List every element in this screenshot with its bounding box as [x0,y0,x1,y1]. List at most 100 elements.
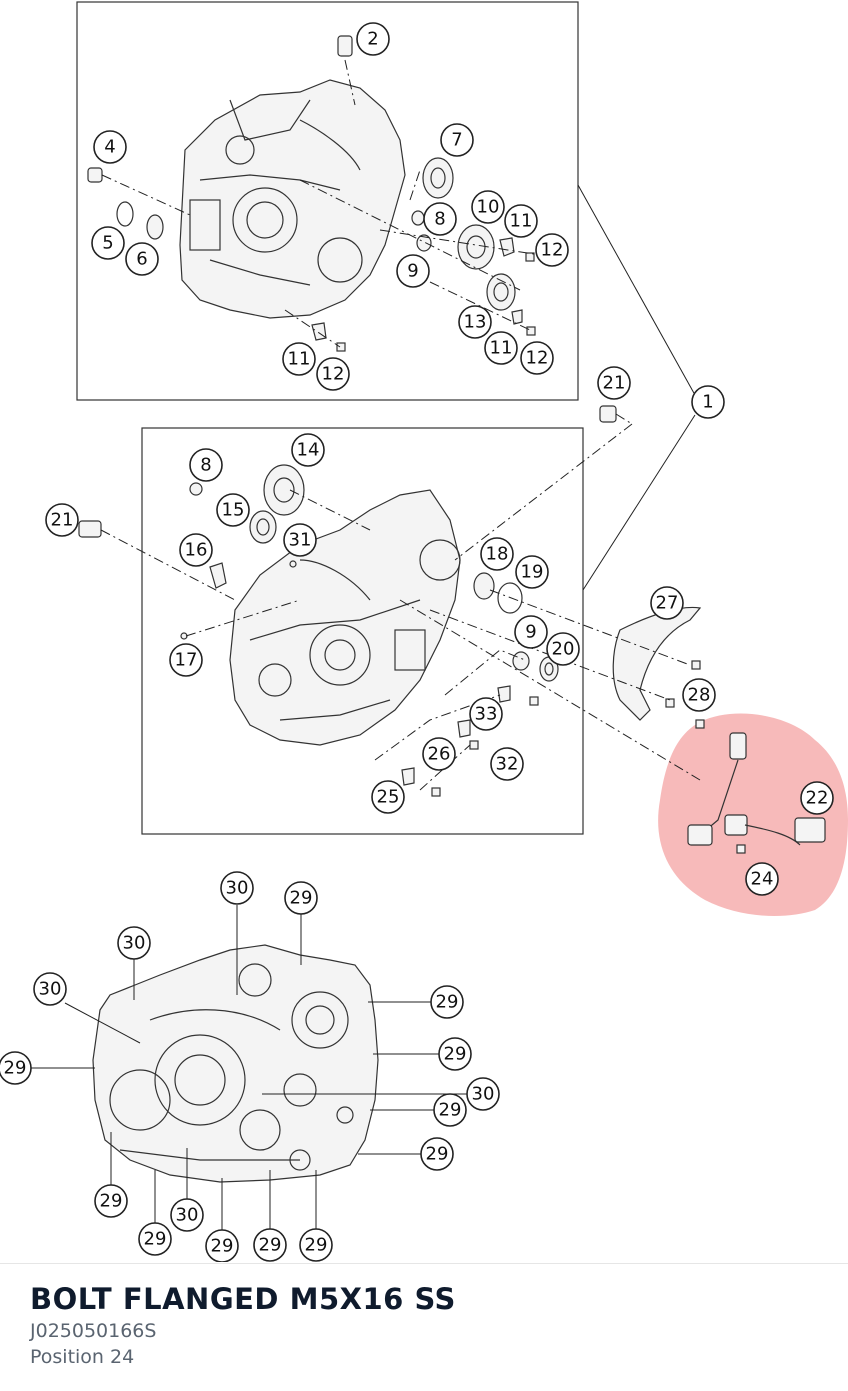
callout-31[interactable]: 31 [283,523,317,557]
callout-number: 30 [176,1205,199,1226]
callout-29[interactable]: 29 [438,1037,472,1071]
callout-11[interactable]: 11 [504,204,538,238]
callout-number: 28 [688,685,711,706]
callout-32[interactable]: 32 [490,747,524,781]
callout-circle [299,1228,333,1262]
callout-number: 29 [100,1191,123,1212]
callout-number: 19 [521,562,544,583]
selected-part-highlight[interactable] [658,713,848,916]
callout-29[interactable]: 29 [94,1184,128,1218]
callout-circle [253,1228,287,1262]
callout-circle [420,1137,454,1171]
callout-22[interactable]: 22 [800,781,834,815]
callout-29[interactable]: 29 [299,1228,333,1262]
callout-circle [691,385,725,419]
callout-circle [800,781,834,815]
callout-26[interactable]: 26 [422,737,456,771]
callout-12[interactable]: 12 [520,341,554,375]
callout-number: 5 [102,233,113,254]
callout-15[interactable]: 15 [216,493,250,527]
callout-number: 29 [259,1235,282,1256]
callout-30[interactable]: 30 [117,926,151,960]
callout-1[interactable]: 1 [691,385,725,419]
callout-number: 13 [464,312,487,333]
callout-29[interactable]: 29 [430,985,464,1019]
callout-circle [316,357,350,391]
callout-circle [433,1093,467,1127]
callout-number: 27 [656,593,679,614]
callout-7[interactable]: 7 [440,123,474,157]
callout-circle [93,130,127,164]
callout-number: 21 [51,510,74,531]
callout-circle [490,747,524,781]
callout-19[interactable]: 19 [515,555,549,589]
callout-29[interactable]: 29 [0,1051,32,1085]
callout-circle [189,448,223,482]
callout-circle [291,433,325,467]
callout-circle [597,366,631,400]
callout-20[interactable]: 20 [546,632,580,666]
callout-circle [205,1229,239,1262]
callout-29[interactable]: 29 [253,1228,287,1262]
callout-25[interactable]: 25 [371,780,405,814]
callout-30[interactable]: 30 [466,1077,500,1111]
callout-11[interactable]: 11 [282,342,316,376]
callout-11[interactable]: 11 [484,331,518,365]
callout-number: 14 [297,440,320,461]
callout-8[interactable]: 8 [423,202,457,236]
callout-number: 6 [136,249,147,270]
callout-number: 11 [510,211,533,232]
callout-12[interactable]: 12 [316,357,350,391]
callout-29[interactable]: 29 [433,1093,467,1127]
callout-number: 16 [185,540,208,561]
callout-number: 20 [552,639,575,660]
callout-circle [220,871,254,905]
callout-21[interactable]: 21 [597,366,631,400]
callout-33[interactable]: 33 [469,697,503,731]
callout-24[interactable]: 24 [745,862,779,896]
callout-6[interactable]: 6 [125,242,159,276]
callout-circle [216,493,250,527]
callout-29[interactable]: 29 [138,1222,172,1256]
callout-21[interactable]: 21 [45,503,79,537]
callout-14[interactable]: 14 [291,433,325,467]
lower-crankcase-frame [141,427,584,835]
callout-27[interactable]: 27 [650,586,684,620]
callout-29[interactable]: 29 [420,1137,454,1171]
part-number: J025050166S [30,1320,157,1342]
callout-2[interactable]: 2 [356,22,390,56]
callout-30[interactable]: 30 [220,871,254,905]
part-info-panel: BOLT FLANGED M5X16 SS J025050166S Positi… [0,1263,848,1391]
callout-number: 29 [211,1236,234,1257]
callout-number: 29 [4,1058,27,1079]
callout-circle [745,862,779,896]
callout-16[interactable]: 16 [179,533,213,567]
callout-number: 11 [490,338,513,359]
callout-number: 12 [541,240,564,261]
callout-circle [440,123,474,157]
callout-30[interactable]: 30 [170,1198,204,1232]
callout-12[interactable]: 12 [535,233,569,267]
callout-13[interactable]: 13 [458,305,492,339]
callout-number: 30 [39,979,62,1000]
callout-17[interactable]: 17 [169,643,203,677]
callout-circle [504,204,538,238]
callout-number: 4 [104,137,115,158]
callout-28[interactable]: 28 [682,678,716,712]
callout-number: 30 [226,878,249,899]
callout-30[interactable]: 30 [33,972,67,1006]
callout-5[interactable]: 5 [91,226,125,260]
lower-lead-lines [100,413,701,791]
callout-29[interactable]: 29 [284,881,318,915]
callout-9[interactable]: 9 [396,254,430,288]
callout-8[interactable]: 8 [189,448,223,482]
callout-4[interactable]: 4 [93,130,127,164]
callout-circle [282,342,316,376]
callout-18[interactable]: 18 [480,537,514,571]
callout-circle [438,1037,472,1071]
callout-circle [458,305,492,339]
callout-9[interactable]: 9 [514,615,548,649]
callout-10[interactable]: 10 [471,190,505,224]
callout-29[interactable]: 29 [205,1229,239,1262]
